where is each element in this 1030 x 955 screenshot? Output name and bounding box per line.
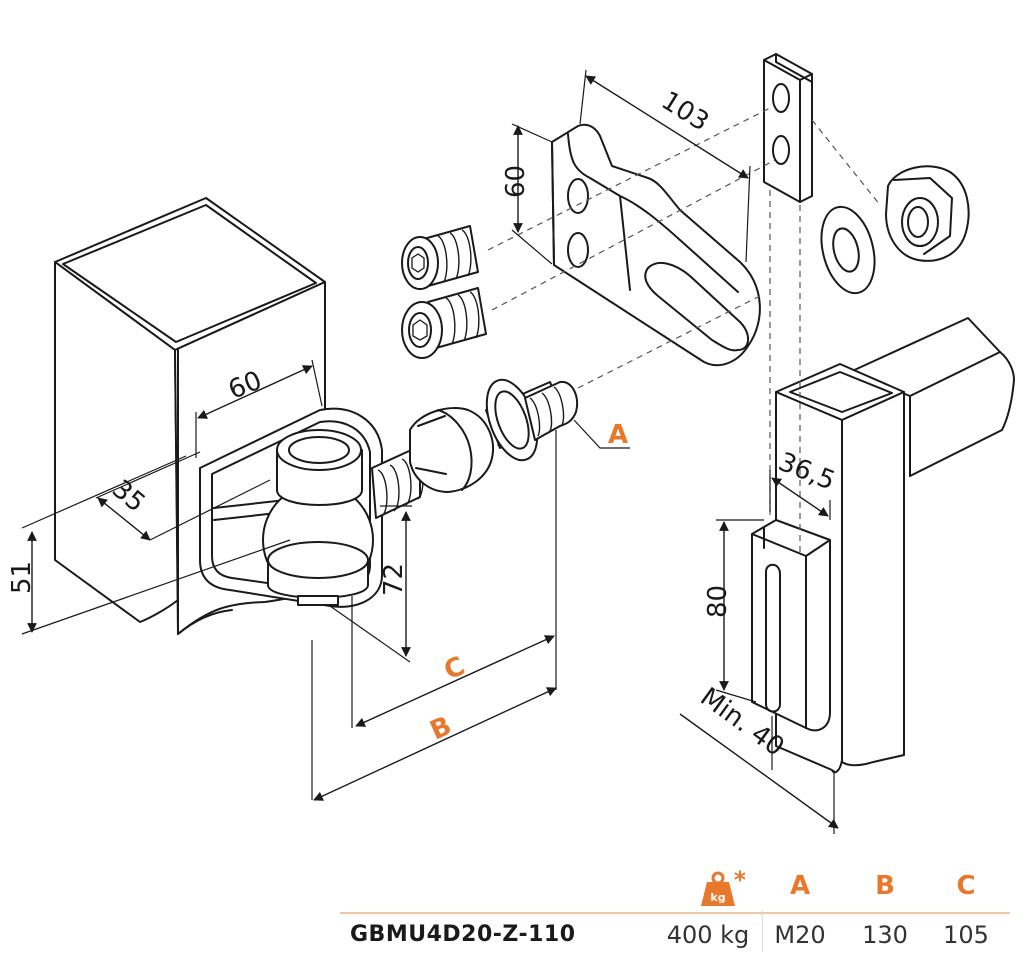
dim-103: 103 — [656, 86, 714, 138]
pivot-ball — [262, 429, 374, 606]
value-b: 130 — [862, 921, 908, 949]
max-load-value: 400 kg — [666, 921, 750, 949]
u-bracket — [751, 519, 831, 732]
column-separator — [762, 910, 763, 952]
header-b: B — [875, 871, 895, 901]
dim-60-plate: 60 — [501, 165, 531, 198]
hex-nut — [885, 165, 970, 262]
dim-80: 80 — [703, 585, 733, 618]
socket-screws — [401, 225, 487, 359]
label-c: C — [440, 651, 470, 686]
weight-kg-icon: kg * — [701, 868, 745, 906]
label-a: A — [608, 420, 628, 450]
spec-header-row: kg * A B C — [340, 866, 1010, 910]
dim-72: 72 — [379, 563, 409, 596]
value-a: M20 — [774, 921, 826, 949]
spec-table: kg * A B C GBMU4D20-Z-110 400 kg M20 130… — [340, 866, 1010, 952]
label-b: B — [426, 711, 456, 746]
hinge-plate — [551, 123, 761, 367]
threaded-bolt — [371, 378, 578, 519]
dim-51: 51 — [7, 561, 37, 594]
product-code: GBMU4D20-Z-110 — [350, 922, 576, 947]
weight-icon-text: kg — [710, 891, 725, 904]
washer — [820, 205, 876, 295]
clamp-nut-block — [763, 53, 813, 203]
header-rule — [340, 912, 1010, 914]
spec-data-row: GBMU4D20-Z-110 400 kg M20 130 105 — [340, 918, 1010, 952]
value-c: 105 — [943, 921, 989, 949]
dimension-lines — [21, 69, 839, 834]
assembly-centerlines — [487, 107, 881, 555]
asterisk: * — [734, 868, 745, 894]
header-a: A — [789, 871, 811, 901]
header-c: C — [956, 871, 976, 901]
